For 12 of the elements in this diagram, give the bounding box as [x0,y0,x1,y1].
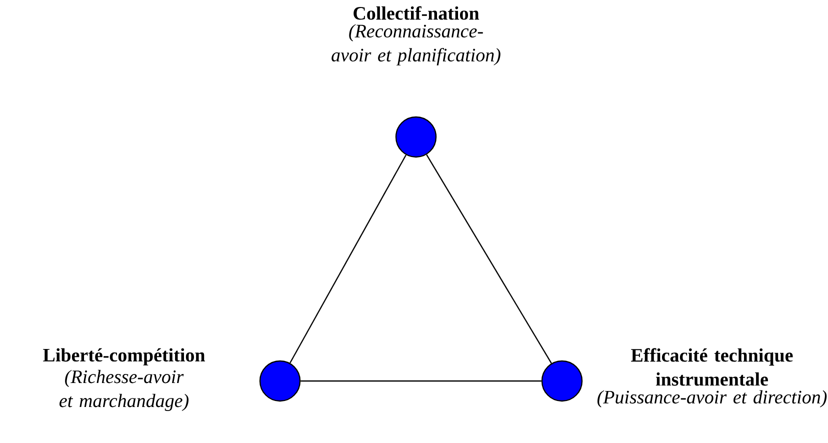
node-subtitle: (Reconnaissance-avoir et planification) [332,24,500,66]
node-title: Liberté-compétition [43,348,205,366]
circle-node [259,360,301,402]
node-subtitle: (Richesse-avoir et marchandage) [60,370,188,412]
node-title: Efficacité technique instrumentale [631,348,793,386]
node-title: Collectif-nation [354,6,480,20]
connector-line [426,154,552,364]
connector-line [290,154,406,364]
node-subtitle: (Puissance-avoir et direction) [597,390,827,408]
connector-line [300,380,542,382]
circle-node [541,360,583,402]
circle-node [395,116,437,158]
